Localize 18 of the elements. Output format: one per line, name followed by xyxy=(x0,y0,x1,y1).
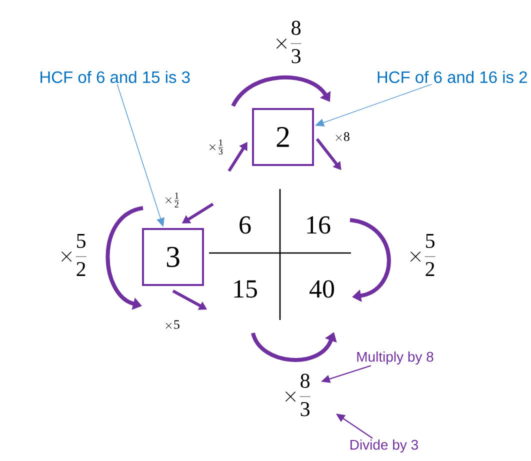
note-text: HCF of 6 and 15 is 3 xyxy=(40,70,190,84)
fraction-label: $\times\frac{8}{3}$ xyxy=(276,20,302,64)
fraction-label: $\times\frac{8}{3}$ xyxy=(286,374,310,416)
note-text: HCF of 6 and 16 is 2 xyxy=(378,70,527,84)
edge-label: $\times 8$ xyxy=(336,132,350,141)
fraction-label: $\times\frac{5}{2}$ xyxy=(62,234,86,276)
note-text: Divide by 3 xyxy=(350,439,418,452)
grid-number: 40 xyxy=(310,280,334,298)
grid-number: 16 xyxy=(307,216,330,234)
note-text: Multiply by 8 xyxy=(357,351,434,365)
number-box: 3 xyxy=(142,228,204,286)
number-box: 2 xyxy=(252,108,314,166)
fraction-label: $\times\frac{5}{2}$ xyxy=(410,234,436,276)
edge-label: $\times 5$ xyxy=(166,320,180,329)
grid-number: 6 xyxy=(240,216,251,234)
edge-label: $\times\frac{1}{2}$ xyxy=(166,192,179,208)
grid-number: 15 xyxy=(234,280,257,298)
edge-label: $\times\frac{1}{3}$ xyxy=(210,140,223,154)
